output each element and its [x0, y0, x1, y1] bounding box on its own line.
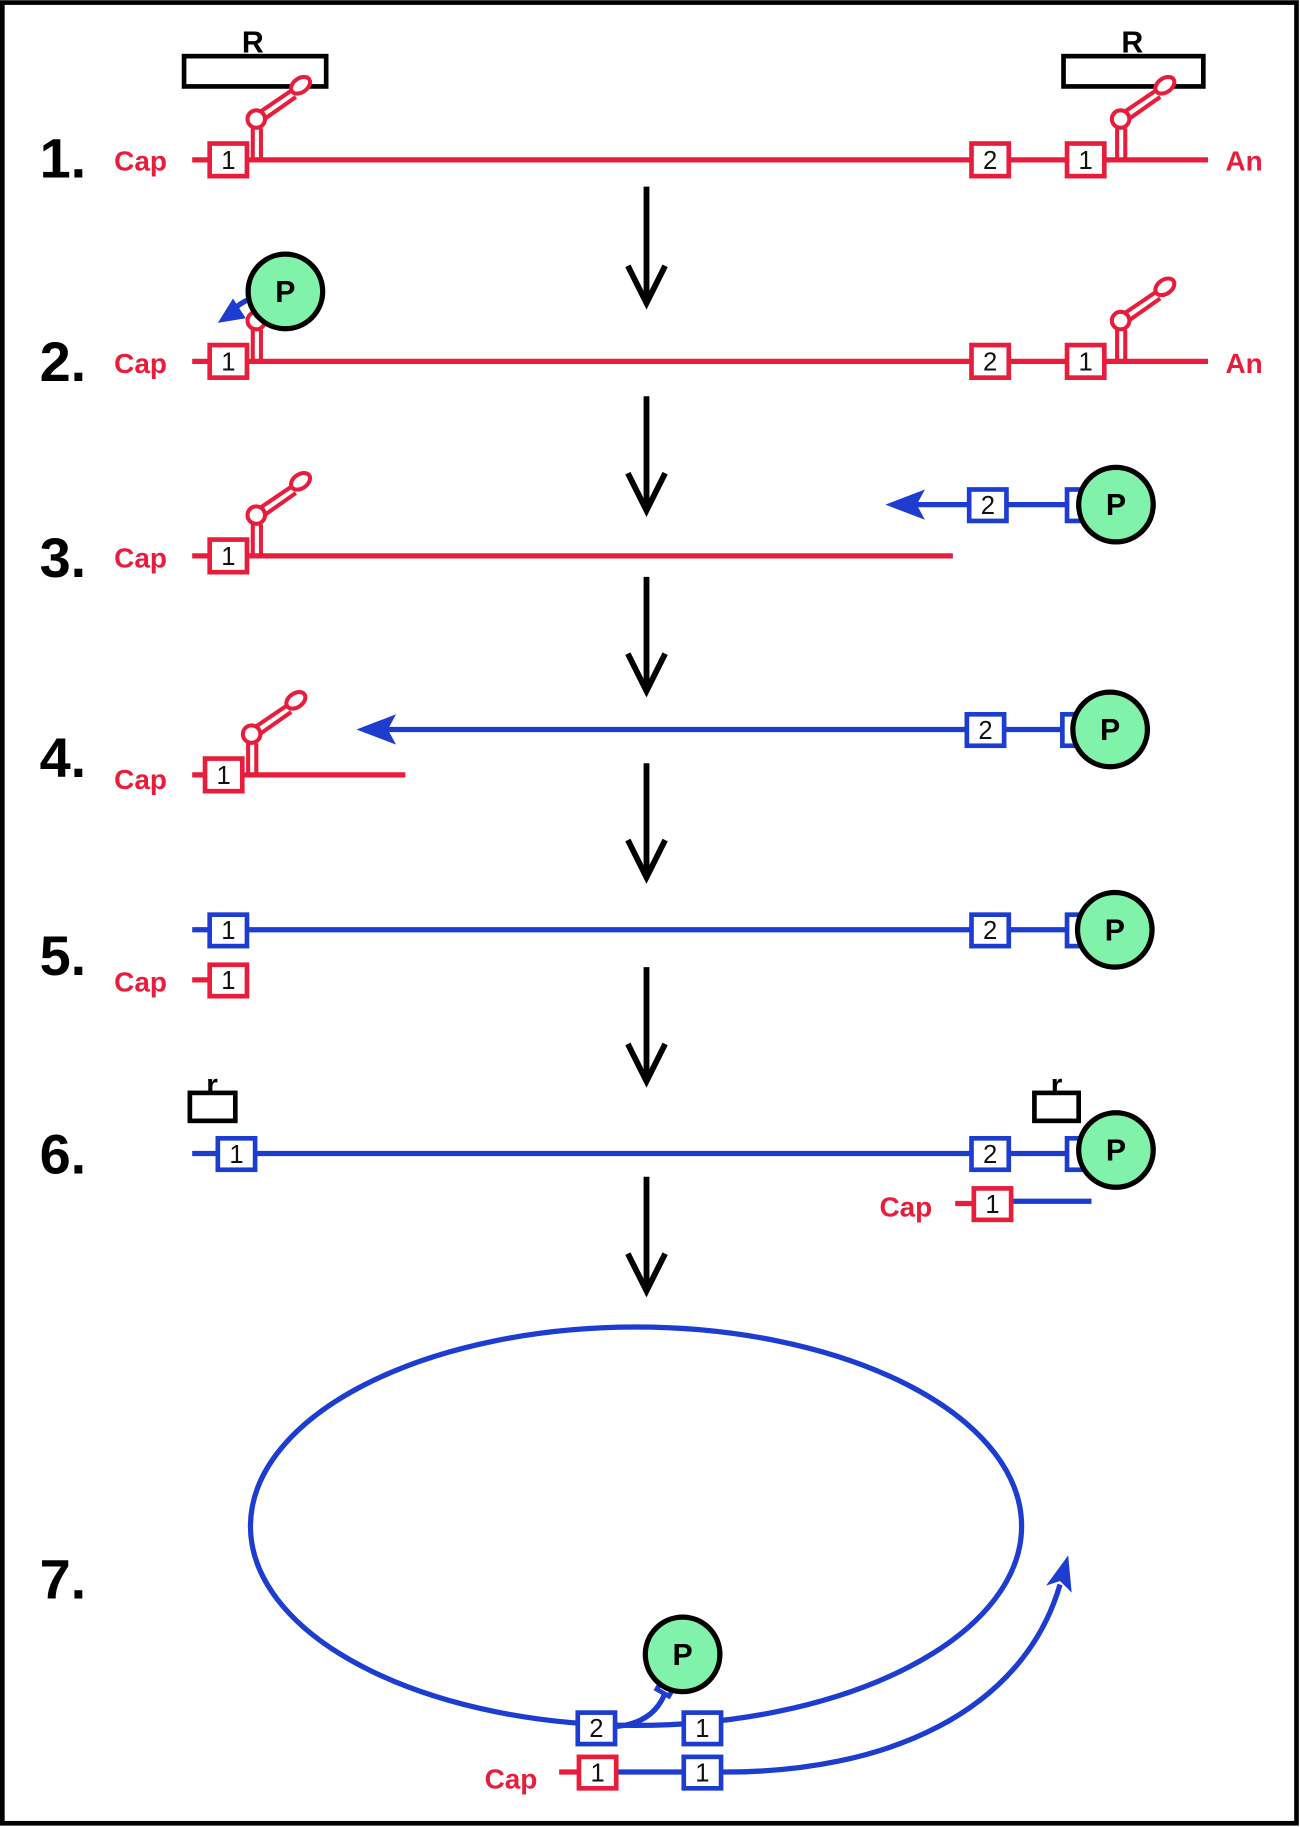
cap-label: Cap	[114, 145, 167, 176]
step-1: 1. R R Cap An 1 2 1	[40, 27, 1263, 190]
element-box-label: 2	[983, 349, 997, 377]
step-label: 7.	[40, 1547, 87, 1610]
step-label: 4.	[40, 726, 87, 789]
element-box-label: 1	[217, 762, 231, 790]
binder-right	[1032, 1090, 1082, 1124]
element-box	[681, 1710, 724, 1747]
transition-arrow	[625, 763, 668, 884]
element-box-label: 1	[229, 1141, 243, 1169]
element-box	[969, 1135, 1012, 1173]
element-box-label: 1	[221, 147, 235, 175]
polymerase-label: P	[1106, 489, 1126, 522]
element-box-label: 1	[695, 1715, 709, 1743]
binder-left	[187, 1090, 238, 1124]
transition-arrow	[625, 1176, 668, 1298]
element-box	[207, 141, 250, 179]
polymerase-icon	[1070, 689, 1151, 770]
cap-label: Cap	[114, 764, 167, 795]
cap-label: Cap	[879, 1191, 932, 1222]
transition-arrow	[625, 967, 668, 1088]
element-box	[207, 912, 250, 949]
element-box	[969, 342, 1012, 380]
polymerase-icon	[1076, 1110, 1156, 1190]
element-box-label: 2	[978, 717, 992, 745]
element-box	[207, 342, 250, 380]
element-box-label: 1	[221, 967, 235, 995]
transition-arrow	[625, 396, 668, 517]
step-label: 5.	[40, 924, 87, 987]
element-box	[576, 1754, 619, 1791]
element-box-label: 1	[985, 1191, 999, 1219]
element-box	[966, 487, 1009, 524]
transition-arrow	[625, 576, 668, 698]
element-box	[964, 711, 1007, 749]
element-box-label: 1	[590, 1759, 604, 1787]
initiation-arrow-head	[217, 298, 246, 323]
cap-label: Cap	[114, 543, 167, 574]
element-box	[207, 962, 250, 999]
element-box-label: 2	[983, 1141, 997, 1169]
element-box	[575, 1710, 618, 1747]
binder-right-label: r	[1051, 1069, 1063, 1102]
binder-left-label: R	[242, 27, 264, 60]
polymerase-label: P	[1100, 714, 1120, 747]
element-box-label: 2	[983, 147, 997, 175]
element-box	[1064, 342, 1107, 380]
polymerase-label: P	[1106, 1134, 1126, 1167]
element-box	[969, 912, 1012, 949]
element-box-label: 1	[1079, 349, 1093, 377]
element-box-label: 1	[1079, 147, 1093, 175]
step-7: 7. P 2 1 Cap 1 1	[40, 1324, 1072, 1794]
tail-label: An	[1225, 145, 1262, 176]
polymerase-label: P	[1105, 914, 1125, 947]
polymerase-icon	[642, 1614, 723, 1695]
element-box-label: 2	[589, 1715, 603, 1743]
cap-label: Cap	[114, 348, 167, 379]
polymerase-icon	[1074, 889, 1155, 970]
step-3: 3. Cap 1 2 P	[40, 464, 1156, 589]
element-box	[202, 756, 245, 794]
step-2: 2. Cap An 1 2 1 P	[40, 251, 1263, 393]
element-box	[207, 537, 250, 575]
element-box-label: 2	[983, 917, 997, 945]
binder-left-label: r	[206, 1069, 218, 1102]
tail-label: An	[1225, 348, 1262, 379]
polymerase-label: P	[275, 276, 295, 309]
transition-arrow	[625, 186, 668, 310]
element-box-label: 1	[221, 917, 235, 945]
element-box	[969, 141, 1012, 179]
step-label: 6.	[40, 1122, 87, 1185]
negative-strand-arrow-head	[356, 714, 397, 745]
polymerase-icon	[1076, 464, 1156, 545]
cap-label: Cap	[114, 967, 167, 998]
nascent-strand-arrow-head	[1046, 1555, 1072, 1593]
binder-right-label: R	[1121, 27, 1143, 60]
element-box-label: 1	[221, 543, 235, 571]
element-box-label: 1	[221, 349, 235, 377]
step-label: 3.	[40, 526, 87, 589]
binder-right	[1061, 53, 1206, 89]
step-label: 1.	[40, 126, 87, 189]
element-box	[971, 1186, 1014, 1223]
circular-template	[247, 1324, 1025, 1729]
element-box	[215, 1135, 258, 1173]
element-box	[1064, 141, 1107, 179]
step-6: 6. r r 1 2 P Cap 1	[40, 1069, 1156, 1223]
polymerase-icon	[245, 251, 326, 332]
nascent-strand-extension	[721, 1583, 1063, 1775]
element-box-label: 1	[695, 1759, 709, 1787]
step-4: 4. Cap 1 2 P	[40, 689, 1151, 795]
negative-strand-arrow-head	[885, 489, 925, 520]
step-label: 2.	[40, 330, 87, 393]
step-5: 5. 1 2 P Cap 1	[40, 889, 1155, 999]
cap-label: Cap	[485, 1763, 538, 1794]
polymerase-label: P	[673, 1639, 693, 1672]
element-box-label: 2	[981, 492, 995, 520]
element-box	[681, 1754, 724, 1791]
